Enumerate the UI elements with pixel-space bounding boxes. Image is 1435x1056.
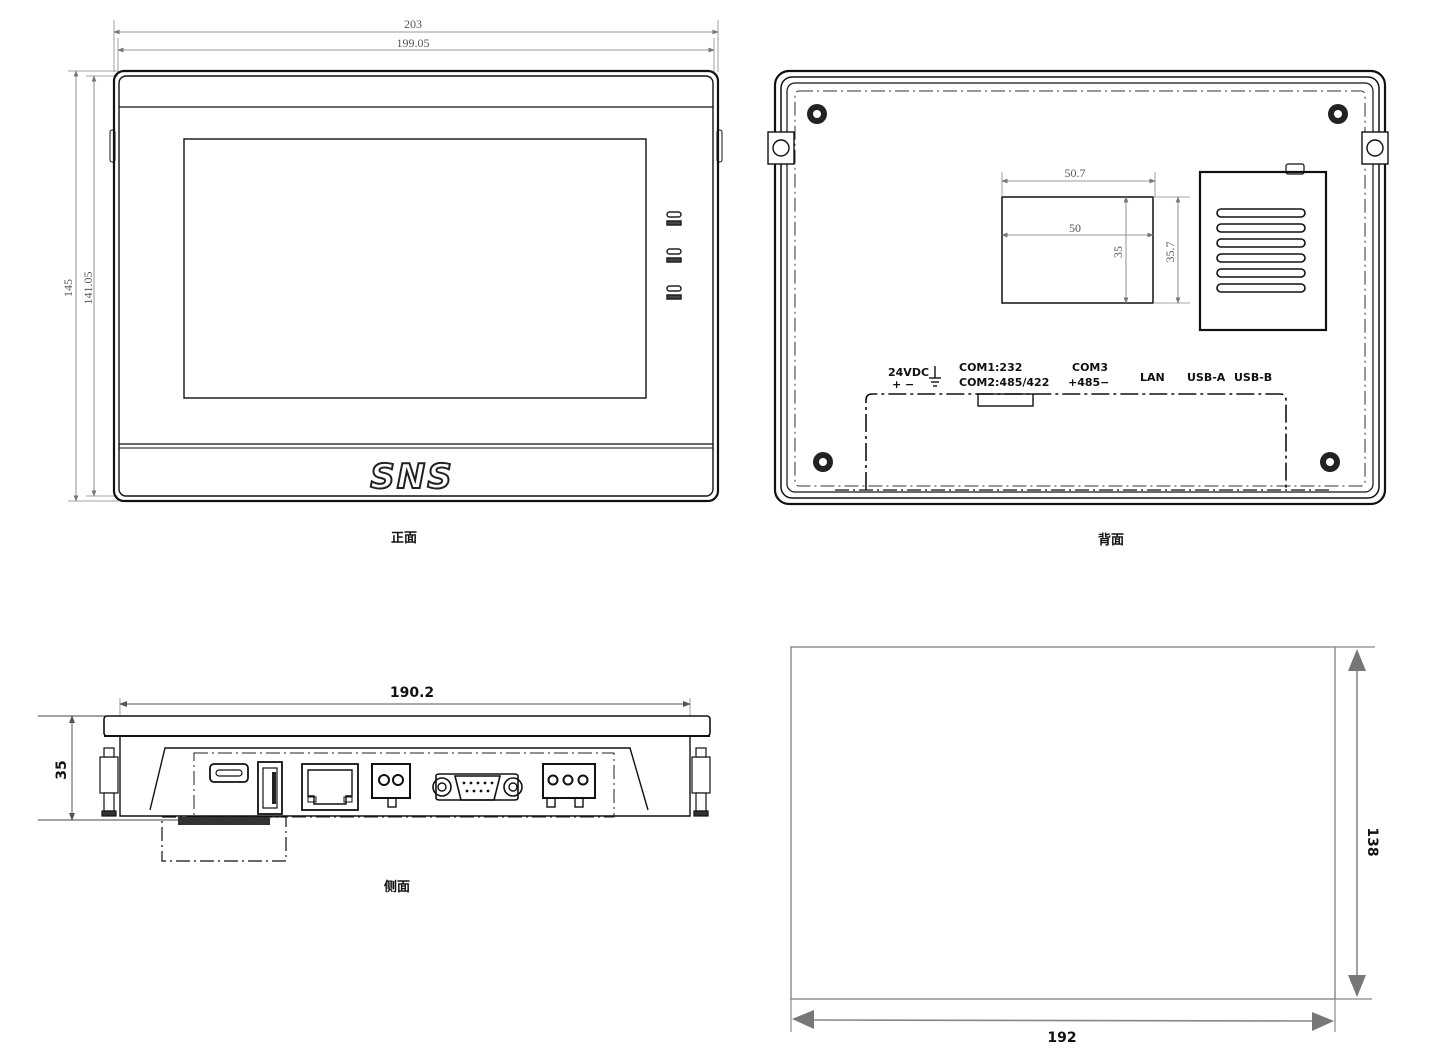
port-label-com3-polarity: +485− (1068, 376, 1109, 389)
bezel-outline (112, 69, 720, 503)
mounting-clip-icon (767, 131, 1389, 165)
dim-overall-width: 203 (404, 17, 422, 31)
housing-outline (773, 69, 1387, 506)
indicator-leds (666, 211, 682, 300)
ground-icon (929, 366, 941, 387)
arrow-right-icon (1312, 1012, 1334, 1031)
port-label-com3: COM3 (1072, 361, 1108, 374)
dim-label-outer-width: 50.7 (1065, 166, 1086, 180)
dim-cutout-height: 138 (1364, 827, 1380, 856)
back-view-drawing: 50.7 50 35 35.7 24VDC + − COM1:232 COM2:… (767, 69, 1389, 506)
lan-port-icon (301, 763, 359, 811)
dim-label-outer-height: 35.7 (1163, 242, 1177, 263)
dim-side-depth: 35 (54, 760, 70, 779)
screw-icon (807, 104, 1348, 472)
front-view: 203 199.05 145 141.05 SNS (0, 0, 740, 560)
arrow-left-icon (792, 1010, 814, 1029)
port-label-usb-a: USB-A (1187, 371, 1226, 384)
dim-cutout-width: 192 (1047, 1030, 1076, 1046)
back-view-caption: 背面 (1098, 533, 1125, 548)
cutout-view-drawing: 138 192 (790, 646, 1380, 1046)
arrow-up-icon (1348, 649, 1366, 671)
port-label-usb-b: USB-B (1234, 371, 1272, 384)
power-terminal-icon (371, 763, 411, 808)
sns-logo: SNS (370, 457, 453, 497)
panel-cutout-outline (790, 646, 1336, 1000)
db9-port-outline (977, 393, 1034, 407)
com3-terminal-icon (542, 763, 596, 808)
side-view-caption: 侧面 (384, 880, 411, 895)
side-view-drawing: 190.2 35 (38, 685, 711, 862)
dim-inner-width: 199.05 (397, 36, 430, 50)
port-label-lan: LAN (1140, 371, 1165, 384)
dim-label-inner-width: 50 (1069, 221, 1081, 235)
port-label-com2: COM2:485/422 (959, 376, 1049, 389)
side-view: 190.2 35 (30, 670, 730, 870)
port-label-power-polarity: + − (892, 378, 914, 391)
dim-overall-height: 145 (61, 279, 75, 297)
port-label-power: 24VDC (888, 366, 929, 379)
back-view: 50.7 50 35 35.7 24VDC + − COM1:232 COM2:… (760, 60, 1420, 520)
vent-module (1198, 163, 1328, 332)
display-screen (183, 138, 647, 399)
mounting-clip-icon (99, 747, 711, 817)
dim-inner-height: 141.05 (81, 272, 95, 305)
front-view-drawing: 203 199.05 145 141.05 SNS (61, 17, 723, 503)
front-view-caption: 正面 (391, 531, 418, 546)
usb-a-port-icon (257, 761, 283, 815)
db9-port-icon (432, 773, 523, 801)
port-label-com1: COM1:232 (959, 361, 1022, 374)
arrow-down-icon (1348, 975, 1366, 997)
usb-b-port-icon (209, 763, 249, 783)
dim-side-width: 190.2 (390, 685, 434, 701)
dim-label-inner-height: 35 (1111, 246, 1125, 258)
label-area (1001, 196, 1154, 304)
cutout-view: 138 192 (780, 630, 1400, 1050)
